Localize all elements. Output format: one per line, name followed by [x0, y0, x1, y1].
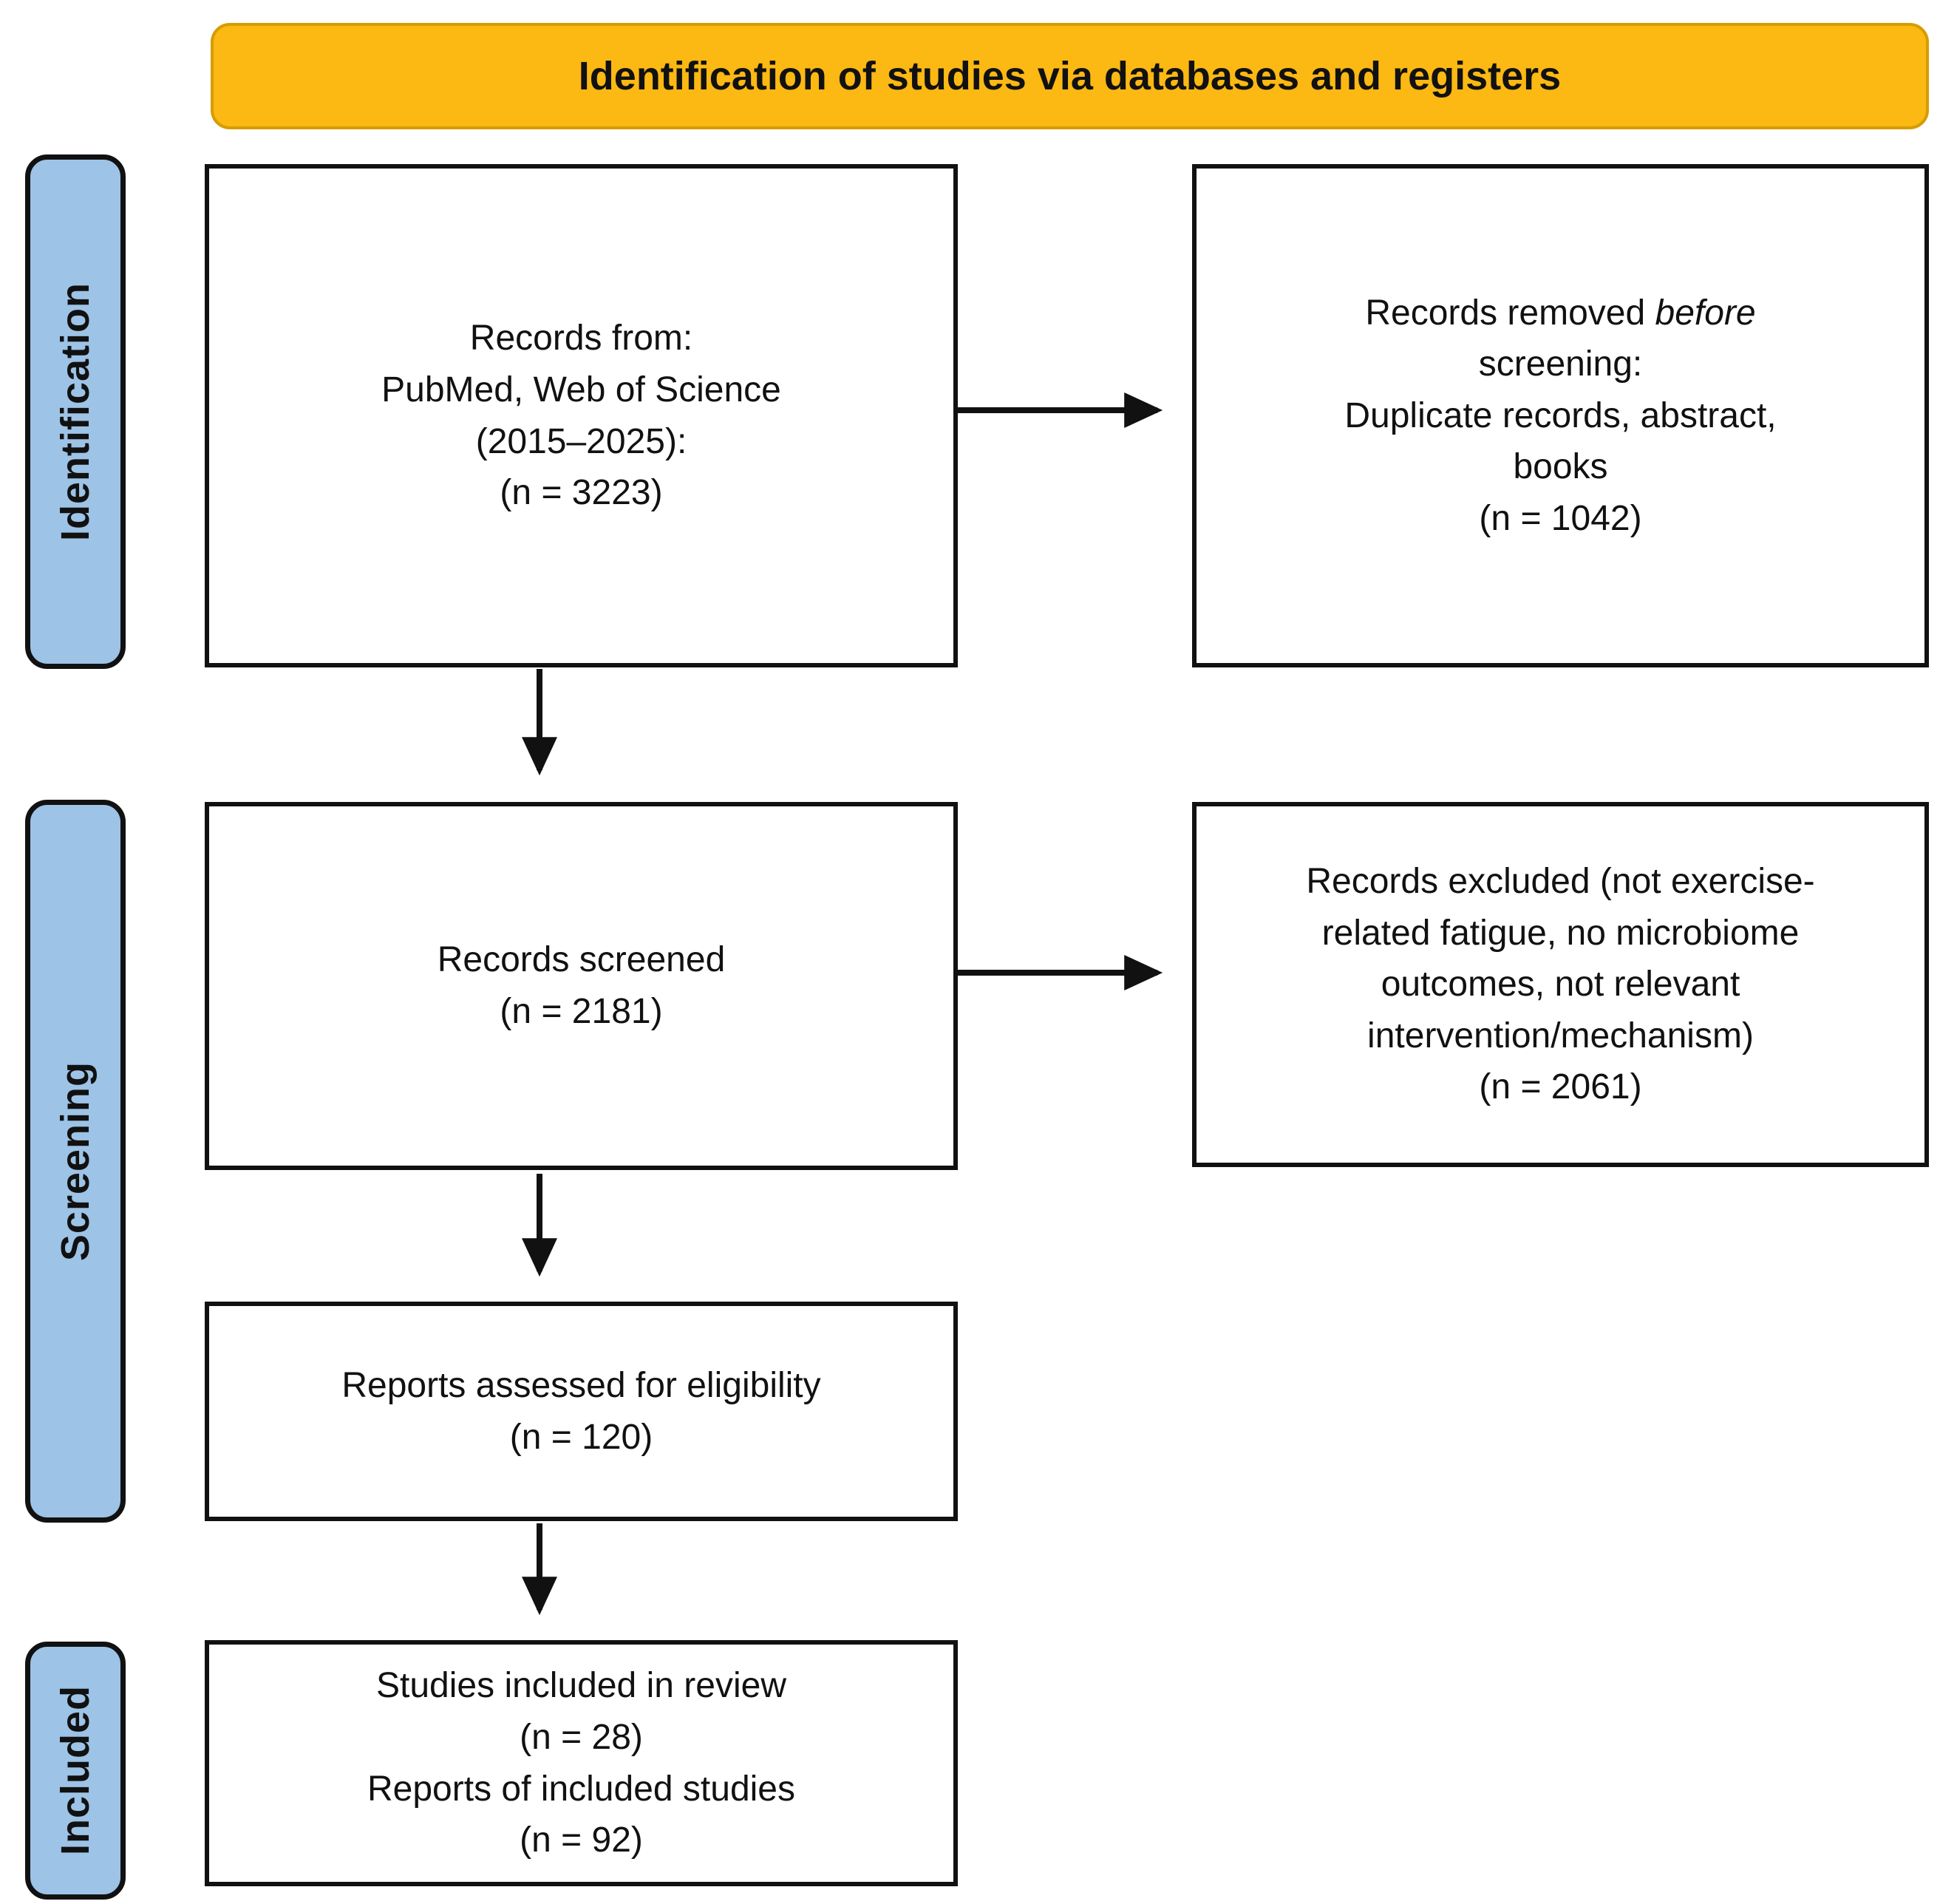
box-line: Reports assessed for eligibility: [341, 1365, 821, 1405]
stage-label-screening-text: Screening: [53, 1061, 98, 1262]
box-line: Records excluded (not exercise-: [1306, 862, 1815, 902]
box-line: Records removed before: [1365, 288, 1755, 339]
banner-title: Identification of studies via databases …: [211, 23, 1929, 129]
box-line: related fatigue, no microbiome: [1321, 913, 1800, 953]
stage-label-included-text: Included: [53, 1685, 98, 1856]
box-line: (n = 2181): [500, 992, 663, 1031]
box-line: Records screened: [437, 940, 726, 980]
box-records-from: Records from: PubMed, Web of Science (20…: [205, 164, 958, 667]
box-line-text: Records removed: [1365, 293, 1655, 333]
box-line: PubMed, Web of Science: [381, 370, 781, 409]
box-studies-included: Studies included in review (n = 28) Repo…: [205, 1640, 958, 1886]
box-line: (n = 1042): [1479, 498, 1642, 538]
box-records-excluded: Records excluded (not exercise- related …: [1192, 802, 1929, 1167]
box-line: screening:: [1478, 344, 1643, 384]
box-line: Reports of included studies: [367, 1769, 795, 1809]
box-records-screened: Records screened (n = 2181): [205, 802, 958, 1170]
box-line: (n = 92): [520, 1820, 643, 1860]
box-line: (n = 28): [520, 1717, 643, 1757]
box-line-italic-text: before: [1655, 293, 1756, 333]
box-line: Records from:: [469, 319, 693, 358]
box-line: books: [1513, 447, 1608, 487]
stage-label-included: Included: [25, 1642, 126, 1900]
stage-label-identification: Identification: [25, 154, 126, 669]
box-line: Studies included in review: [376, 1666, 786, 1706]
box-line: (n = 120): [509, 1417, 653, 1457]
box-reports-assessed: Reports assessed for eligibility (n = 12…: [205, 1302, 958, 1521]
box-line: Duplicate records, abstract,: [1344, 395, 1777, 435]
stage-label-screening: Screening: [25, 800, 126, 1523]
box-line: intervention/mechanism): [1367, 1016, 1754, 1055]
box-records-removed-before-screening: Records removed before screening: Duplic…: [1192, 164, 1929, 667]
banner-title-text: Identification of studies via databases …: [578, 54, 1562, 98]
box-line: (n = 2061): [1479, 1067, 1642, 1107]
stage-label-identification-text: Identification: [53, 282, 98, 541]
box-line: outcomes, not relevant: [1381, 965, 1740, 1004]
box-line: (2015–2025):: [475, 421, 687, 461]
box-line: (n = 3223): [500, 473, 663, 513]
